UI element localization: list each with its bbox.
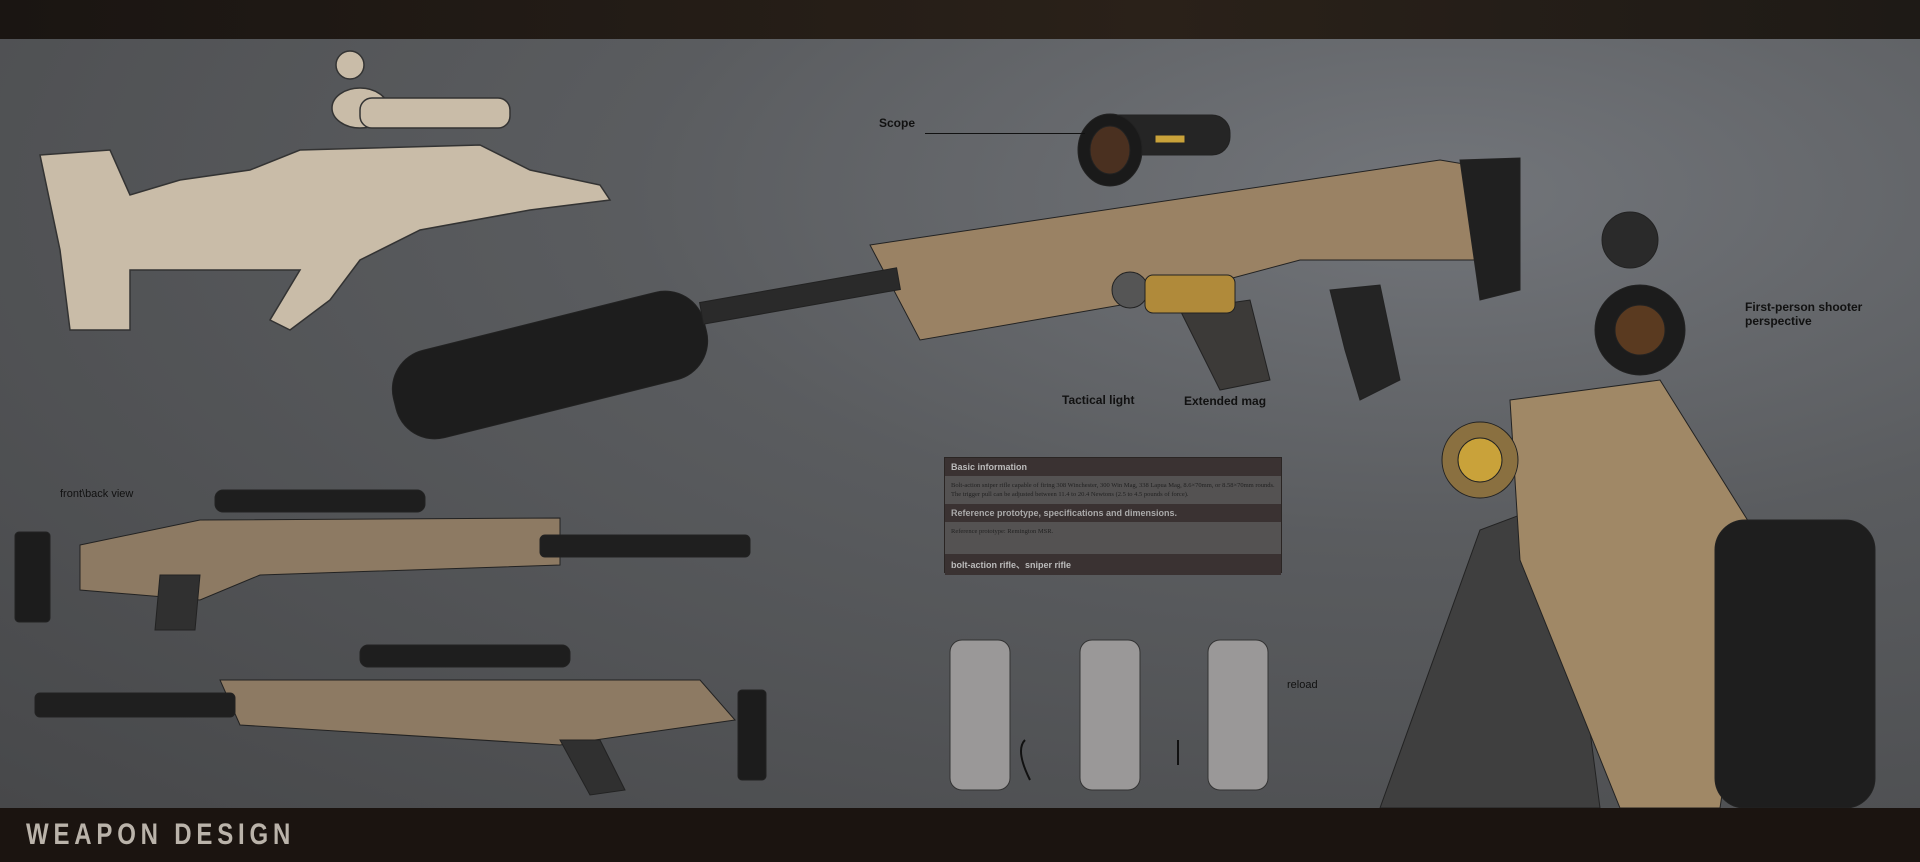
sketch-rifle [39,50,612,331]
basic-info-text: Bolt-action sniper rifle capable of firi… [951,482,1275,498]
callout-front-back: front\back view [60,488,134,500]
basic-info-heading: Basic information [945,458,1281,476]
bottom-band: WEAPON DESIGN [0,808,1920,862]
callout-tactical-light: Tactical light [1062,393,1135,407]
fps-view [1379,211,1876,809]
callout-fps: First-person shooter perspective [1745,300,1863,328]
reload-sketches [949,639,1269,791]
reference-heading: Reference prototype, specifications and … [945,504,1281,522]
callout-extended-mag: Extended mag [1184,394,1267,408]
info-panel: Basic information Bolt-action sniper rif… [944,457,1282,575]
tags: bolt-action rifle、sniper rifle [945,554,1281,575]
reference-text: Reference prototype: Remington MSR. [951,528,1054,535]
side-view-rifle [14,489,751,631]
callout-scope: Scope [879,116,916,130]
main-rifle [391,113,1521,440]
back-view-rifle [34,644,767,796]
callout-reload: reload [1287,679,1318,691]
page-title: WEAPON DESIGN [26,818,296,851]
callout-scope-leader [925,133,1085,134]
top-band [0,0,1920,39]
